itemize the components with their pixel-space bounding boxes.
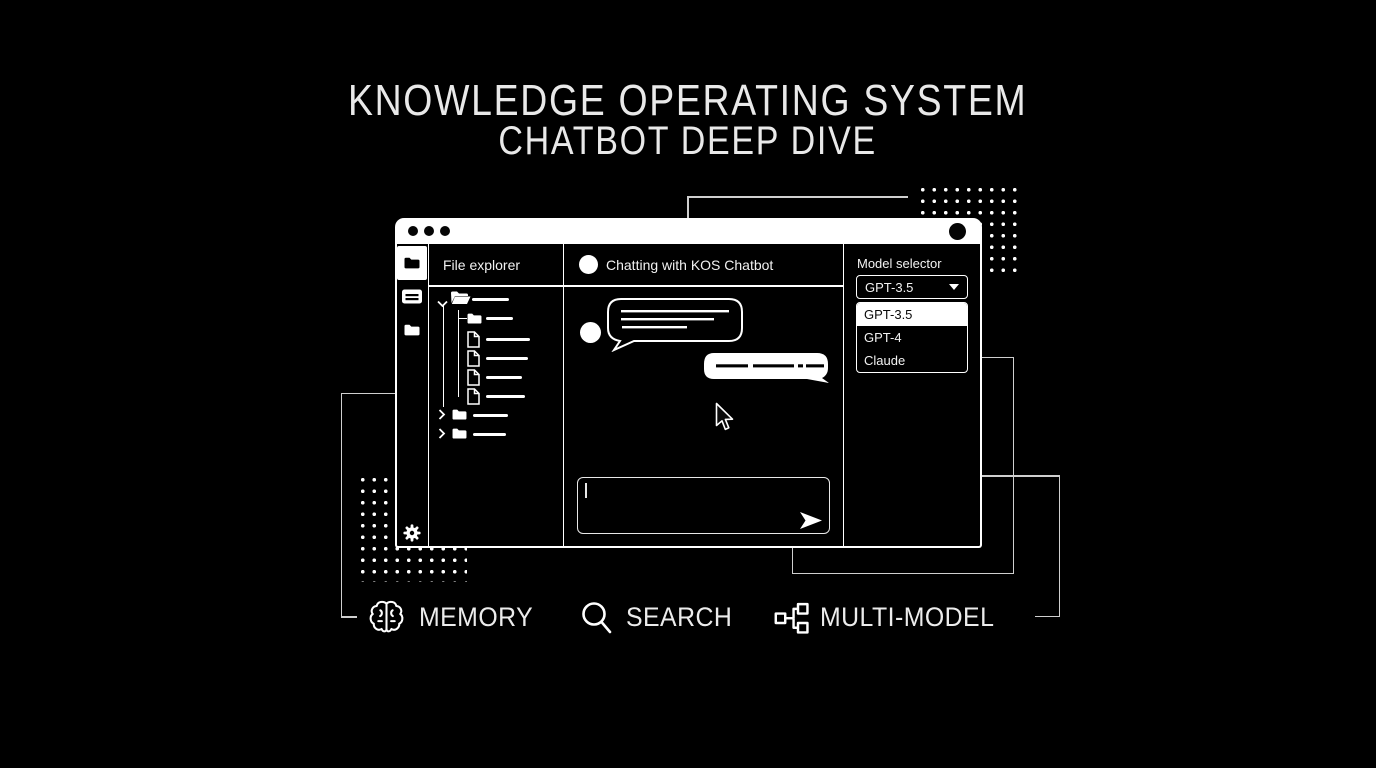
tree-item-line[interactable] <box>473 432 506 436</box>
search-icon <box>582 602 612 634</box>
folder-icon <box>404 257 420 269</box>
feature-multi-model-label: MULTI-MODEL <box>820 602 995 632</box>
tree-item-line[interactable] <box>472 298 509 301</box>
rail-item-folder-open[interactable] <box>401 288 423 305</box>
chevron-down-icon <box>949 284 959 290</box>
bot-avatar <box>580 322 601 343</box>
divider-chat-model <box>842 244 845 548</box>
rail-item-files-active[interactable] <box>397 246 427 280</box>
feature-memory <box>366 597 407 643</box>
page-title: KNOWLEDGE OPERATING SYSTEM <box>0 76 1376 126</box>
feature-multi-model <box>773 598 813 643</box>
chevron-right-icon[interactable] <box>438 409 446 420</box>
tree-item-line[interactable] <box>486 356 528 360</box>
feature-memory-label: MEMORY <box>419 602 534 632</box>
feature-search <box>578 599 615 641</box>
folder-icon[interactable] <box>466 312 483 325</box>
window-status-circle <box>949 222 966 240</box>
option-gpt-3-5[interactable]: GPT-3.5 <box>857 303 967 327</box>
frame-right-front <box>1035 476 1060 617</box>
tree-item-line[interactable] <box>473 413 508 417</box>
model-selector-dropdown[interactable]: GPT-3.5 <box>856 275 968 299</box>
title-line-2: CHATBOT DEEP DIVE <box>498 119 878 163</box>
bot-message-bubble <box>607 298 743 352</box>
rail-item-folder[interactable] <box>403 323 421 337</box>
title-line-1: KNOWLEDGE OPERATING SYSTEM <box>348 76 1028 125</box>
folder-open-icon[interactable] <box>450 290 471 305</box>
file-icon[interactable] <box>467 368 480 386</box>
message-input[interactable] <box>577 477 830 534</box>
page-subtitle: CHATBOT DEEP DIVE <box>0 119 1376 164</box>
window-control-dot-2[interactable] <box>424 226 434 236</box>
file-icon[interactable] <box>467 349 480 367</box>
folder-icon <box>404 324 420 336</box>
option-claude[interactable]: Claude <box>864 353 906 369</box>
option-gpt-4[interactable]: GPT-4 <box>864 330 902 346</box>
tree-item-line[interactable] <box>486 337 530 341</box>
header-underline <box>428 285 843 287</box>
tree-guide-line <box>443 305 445 407</box>
frame-left <box>341 393 398 618</box>
tree-item-line[interactable] <box>486 375 522 379</box>
file-icon[interactable] <box>467 330 480 348</box>
mouse-cursor-icon <box>715 402 734 431</box>
folder-icon[interactable] <box>451 408 468 421</box>
file-explorer-header: File explorer <box>443 257 521 273</box>
divider-explorer-chat <box>562 244 565 548</box>
connector-top-vertical <box>687 196 689 219</box>
user-message-bubble <box>704 353 829 383</box>
file-icon[interactable] <box>467 387 480 405</box>
gear-icon <box>403 524 421 542</box>
window-control-dot-3[interactable] <box>440 226 450 236</box>
chevron-right-icon[interactable] <box>438 428 446 439</box>
chevron-down-icon <box>437 300 448 308</box>
frame-right-front-top <box>960 475 1060 477</box>
presence-dot <box>579 255 598 274</box>
window-titlebar[interactable] <box>395 218 982 244</box>
window-control-dot-1[interactable] <box>408 226 418 236</box>
tree-row-root[interactable] <box>437 295 448 313</box>
model-selector-label: Model selector <box>857 256 942 271</box>
folder-open-icon <box>402 289 422 304</box>
rail-item-settings[interactable] <box>403 524 421 542</box>
app-window: File explorer Chatting with KOS Chatbot … <box>395 218 982 550</box>
rail-divider <box>427 244 430 548</box>
tree-guide-line-2 <box>457 310 459 397</box>
model-selector-options: GPT-3.5 GPT-4 Claude <box>856 302 968 373</box>
text-caret <box>585 483 587 498</box>
feature-search-label: SEARCH <box>626 602 733 632</box>
tree-item-line[interactable] <box>486 394 525 398</box>
tree-item-line[interactable] <box>486 316 513 320</box>
frame-left-bottom-stub <box>341 616 357 618</box>
send-button[interactable] <box>799 511 823 530</box>
send-icon <box>800 512 822 529</box>
folder-icon[interactable] <box>451 427 468 440</box>
brain-icon <box>369 600 404 633</box>
model-selector-value: GPT-3.5 <box>865 279 914 295</box>
multi-model-icon <box>774 602 809 634</box>
tree-branch-stub <box>457 317 467 319</box>
chat-header: Chatting with KOS Chatbot <box>606 257 774 273</box>
connector-top-horizontal <box>687 196 908 198</box>
